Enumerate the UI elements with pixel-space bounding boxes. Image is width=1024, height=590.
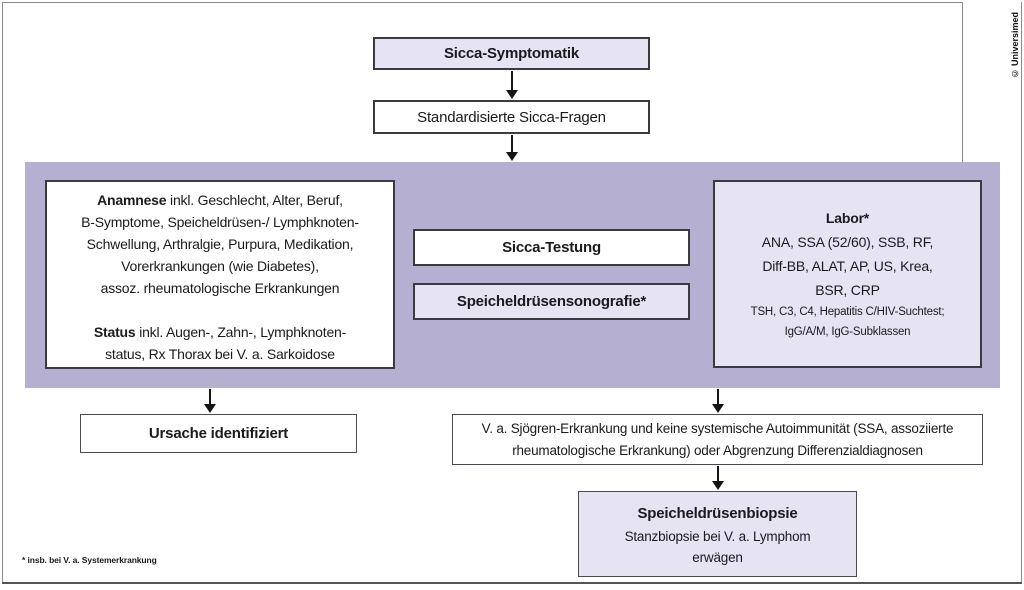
arrow-head	[506, 90, 518, 99]
arrow-down-icon	[712, 389, 724, 413]
sjoegren-line: V. a. Sjögren-Erkrankung und keine syste…	[481, 420, 954, 436]
start-box-label: Sicca-Symptomatik	[444, 45, 579, 62]
arrow-down-icon	[506, 135, 518, 161]
figure-frame-left	[2, 2, 3, 583]
arrow-shaft	[717, 466, 719, 482]
arrow-shaft	[209, 389, 211, 405]
labor-line: BSR, CRP	[815, 282, 880, 298]
anamnese-line: B-Symptome, Speicheldrüsen-/ Lymphknoten…	[81, 213, 359, 230]
biopsie-line: Stanzbiopsie bei V. a. Lymphom	[624, 528, 811, 544]
arrow-down-icon	[204, 389, 216, 413]
figure-frame-top	[2, 2, 963, 3]
labor-line: Diff-BB, ALAT, AP, US, Krea,	[762, 258, 933, 274]
status-line: Status inkl. Augen-, Zahn-, Lymphknoten-	[93, 323, 347, 340]
ursache-label: Ursache identifiziert	[148, 425, 289, 442]
box-sjoegren-verdacht: V. a. Sjögren-Erkrankung und keine syste…	[452, 414, 983, 465]
arrow-head	[204, 404, 216, 413]
anamnese-paragraph: Anamnese inkl. Geschlecht, Alter, Beruf,…	[81, 189, 359, 299]
anamnese-line: assoz. rheumatologische Erkrankungen	[100, 279, 340, 296]
arrow-down-icon	[712, 466, 724, 490]
status-line: status, Rx Thorax bei V. a. Sarkoidose	[105, 345, 335, 362]
sjoegren-line: rheumatologische Erkrankung) oder Abgren…	[512, 442, 923, 458]
anamnese-line: Schwellung, Arthralgie, Purpura, Medikat…	[86, 235, 354, 252]
sicca-testung-label: Sicca-Testung	[502, 239, 601, 256]
questions-box-label: Standardisierte Sicca-Fragen	[417, 108, 606, 126]
anamnese-line: Vorerkrankungen (wie Diabetes),	[121, 257, 319, 274]
box-standardized-sicca-questions: Standardisierte Sicca-Fragen	[373, 100, 650, 134]
arrow-shaft	[511, 71, 513, 91]
arrow-shaft	[511, 135, 513, 153]
arrow-shaft	[717, 389, 719, 405]
footnote: * insb. bei V. a. Systemerkrankung	[22, 555, 157, 565]
status-paragraph: Status inkl. Augen-, Zahn-, Lymphknoten-…	[94, 321, 346, 365]
box-ursache-identifiziert: Ursache identifiziert	[80, 414, 357, 453]
figure-frame-bottom	[2, 582, 1022, 584]
box-speicheldruesenbiopsie: Speicheldrüsenbiopsie Stanzbiopsie bei V…	[578, 491, 857, 577]
anamnese-line: Anamnese inkl. Geschlecht, Alter, Beruf,	[97, 191, 343, 208]
biopsie-line: erwägen	[692, 549, 743, 565]
arrow-head	[712, 404, 724, 413]
figure-frame-notch	[962, 2, 963, 163]
biopsie-title: Speicheldrüsenbiopsie	[637, 504, 798, 522]
arrow-head	[506, 152, 518, 161]
start-box-sicca-symptomatik: Sicca-Symptomatik	[373, 37, 650, 70]
arrow-head	[712, 481, 724, 490]
box-sicca-testung: Sicca-Testung	[413, 229, 690, 266]
labor-small-line: IgG/A/M, IgG-Subklassen	[784, 326, 911, 338]
labor-small-line: TSH, C3, C4, Hepatitis C/HIV-Suchtest;	[750, 306, 945, 318]
figure-frame-right	[1021, 2, 1022, 584]
labor-title: Labor*	[825, 210, 870, 226]
box-labor: Labor* ANA, SSA (52/60), SSB, RF, Diff-B…	[713, 180, 982, 368]
box-anamnese-status: Anamnese inkl. Geschlecht, Alter, Beruf,…	[45, 180, 395, 369]
box-speicheldruesensonografie: Speicheldrüsensonografie*	[413, 283, 690, 320]
labor-line: ANA, SSA (52/60), SSB, RF,	[761, 234, 934, 250]
arrow-down-icon	[506, 71, 518, 99]
copyright-label: © Universimed	[1010, 12, 1020, 79]
sonografie-label: Speicheldrüsensonografie*	[456, 293, 647, 310]
